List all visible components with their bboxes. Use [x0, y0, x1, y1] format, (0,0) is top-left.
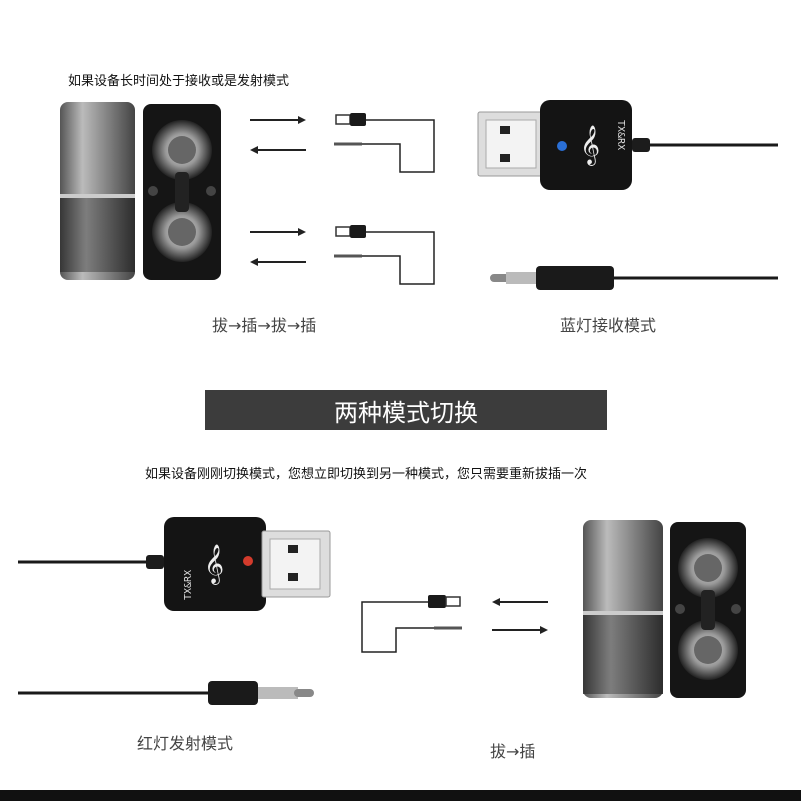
svg-text:𝄞: 𝄞 — [204, 544, 224, 585]
arrows-bottom — [492, 598, 548, 634]
cable-icons-bottom — [361, 595, 462, 653]
arrows-top — [250, 116, 306, 266]
bottom-label-right: 拔→插 — [490, 742, 536, 761]
top-label-left: 拔→插→拔→插 — [212, 316, 317, 335]
bottom-label-left: 红灯发射模式 — [137, 734, 234, 753]
top-caption: 如果设备长时间处于接收或是发射模式 — [68, 74, 290, 89]
adapter-image-top: 𝄞 — [477, 100, 778, 290]
adapter-text-top: TX&RX — [615, 120, 626, 151]
svg-text:𝄞: 𝄞 — [580, 125, 600, 166]
bottom-caption: 如果设备刚刚切换模式，您想立即切换到另一种模式，您只需要重新拔插一次 — [145, 467, 588, 482]
cable-icons-top — [334, 113, 435, 285]
mode-switch-banner: 两种模式切换 — [205, 390, 607, 430]
adapter-image-bottom: 𝄞 — [18, 517, 331, 705]
speaker-image-bottom — [583, 520, 746, 698]
speaker-image-top — [60, 102, 221, 280]
bottom-edge-bar — [0, 790, 801, 801]
adapter-text-bottom: TX&RX — [183, 569, 194, 600]
top-label-right: 蓝灯接收模式 — [560, 316, 657, 335]
